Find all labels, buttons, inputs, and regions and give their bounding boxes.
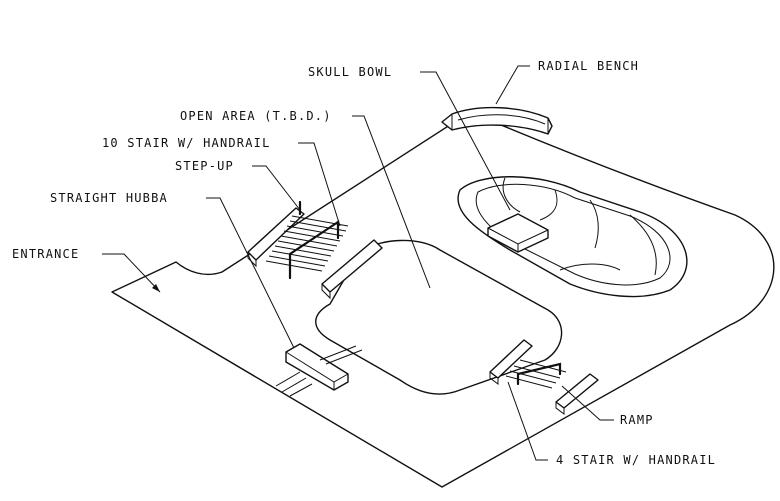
stair-4-leader: [507, 381, 548, 461]
ten-stair-with-handrail: [247, 200, 383, 300]
entrance-leader: [102, 253, 161, 293]
entrance-arrowhead: [152, 284, 160, 292]
skull-bowl-label: SKULL BOWL: [308, 65, 392, 79]
entrance-label: ENTRANCE: [12, 247, 79, 261]
straight-hubba-leader: [206, 197, 295, 349]
park-boundary: [111, 111, 775, 488]
radial-bench: [441, 106, 553, 135]
stair-10-label: 10 STAIR W/ HANDRAIL: [102, 136, 271, 150]
step-up-leader: [252, 165, 301, 211]
ramp-label: RAMP: [620, 413, 654, 427]
step-up-label: STEP-UP: [175, 159, 234, 173]
radial-bench-leader: [495, 65, 530, 105]
skull-bowl-leader: [420, 71, 511, 211]
straight-hubba-label: STRAIGHT HUBBA: [50, 191, 168, 205]
open-area-leader: [352, 115, 431, 289]
ramp-leader: [561, 385, 614, 421]
stair-10-leader: [298, 142, 341, 227]
four-stair-with-handrail: [489, 339, 599, 415]
open-area: [315, 239, 563, 395]
stair-4-label: 4 STAIR W/ HANDRAIL: [556, 453, 716, 467]
skull-bowl: [457, 176, 688, 298]
straight-hubba: [275, 343, 363, 397]
radial-bench-label: RADIAL BENCH: [538, 59, 639, 73]
open-area-label: OPEN AREA (T.B.D.): [180, 109, 332, 123]
